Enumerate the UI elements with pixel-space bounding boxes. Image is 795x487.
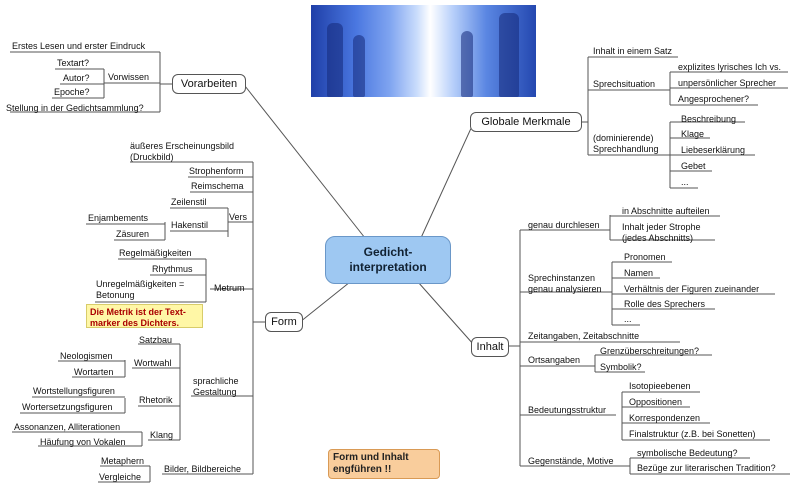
topic-enjambements[interactable]: Enjambements <box>88 213 149 223</box>
central-topic-line2: interpretation <box>349 260 427 274</box>
topic-grenzueberschreitungen[interactable]: Grenzüberschreitungen? <box>600 346 700 356</box>
topic-symbolik[interactable]: Symbolik? <box>600 362 642 372</box>
topic-sprachliche-gestaltung[interactable]: sprachliche Gestaltung <box>193 376 239 398</box>
topic-aeusseres-line2: (Druckbild) <box>130 152 174 162</box>
branch-vorarbeiten-label: Vorarbeiten <box>180 78 238 90</box>
topic-regelmaessigkeiten[interactable]: Regelmäßigkeiten <box>119 248 192 258</box>
note-form-inhalt[interactable]: Form und Inhalt engführen !! <box>328 449 440 479</box>
topic-gebet[interactable]: Gebet <box>681 161 706 171</box>
branch-vorarbeiten[interactable]: Vorarbeiten <box>172 74 246 94</box>
topic-aeusseres-line1: äußeres Erscheinungsbild <box>130 141 235 151</box>
topic-zeilenstil[interactable]: Zeilenstil <box>171 197 207 207</box>
topic-vorwissen[interactable]: Vorwissen <box>108 72 150 82</box>
topic-inhalt-strophe-line2: (jedes Abschnitts) <box>622 233 694 243</box>
topic-vers[interactable]: Vers <box>229 212 248 222</box>
topic-stellung[interactable]: Stellung in der Gedichtsammlung? <box>6 103 144 113</box>
topic-oppositionen[interactable]: Oppositionen <box>629 397 683 407</box>
topic-bezuege-tradition[interactable]: Bezüge zur literarischen Tradition? <box>637 463 776 473</box>
topic-namen[interactable]: Namen <box>624 268 654 278</box>
topic-rhythmus[interactable]: Rhythmus <box>152 264 193 274</box>
topic-sprechinstanzen-line2: genau analysieren <box>528 284 602 294</box>
topic-isotopieebenen[interactable]: Isotopieebenen <box>629 381 691 391</box>
topic-textart[interactable]: Textart? <box>57 58 90 68</box>
topic-wortstellungsfiguren[interactable]: Wortstellungsfiguren <box>33 386 115 396</box>
topic-explizites-ich[interactable]: explizites lyrisches Ich vs. <box>678 62 782 72</box>
topic-gegenstaende-motive[interactable]: Gegenstände, Motive <box>528 456 614 466</box>
topic-klage[interactable]: Klage <box>681 129 705 139</box>
topic-metrum[interactable]: Metrum <box>214 283 245 293</box>
topic-sprachliche-line1: sprachliche <box>193 376 239 386</box>
topic-inhalt-strophe-line1: Inhalt jeder Strophe <box>622 222 701 232</box>
topic-reimschema[interactable]: Reimschema <box>191 181 244 191</box>
topic-bedeutungsstruktur[interactable]: Bedeutungsstruktur <box>528 405 607 415</box>
topic-genau-durchlesen[interactable]: genau durchlesen <box>528 220 600 230</box>
topic-bilder[interactable]: Bilder, Bildbereiche <box>164 464 242 474</box>
branch-inhalt[interactable]: Inhalt <box>471 337 509 357</box>
topic-finalstruktur[interactable]: Finalstruktur (z.B. bei Sonetten) <box>629 429 756 439</box>
topic-unpersoenlicher-sprecher[interactable]: unpersönlicher Sprecher <box>678 78 777 88</box>
branch-form-label: Form <box>271 316 297 328</box>
topic-verhaeltnis-figuren[interactable]: Verhältnis der Figuren zueinander <box>624 284 760 294</box>
topic-abschnitte-aufteilen[interactable]: in Abschnitte aufteilen <box>622 206 710 216</box>
topic-aeusseres-erscheinungsbild[interactable]: äußeres Erscheinungsbild (Druckbild) <box>130 141 234 163</box>
topic-sprechinstanzen[interactable]: Sprechinstanzen genau analysieren <box>528 273 602 295</box>
topic-rolle-sprecher[interactable]: Rolle des Sprechers <box>624 299 706 309</box>
topic-zeitangaben[interactable]: Zeitangaben, Zeitabschnitte <box>528 331 640 341</box>
topic-vergleiche[interactable]: Vergleiche <box>99 472 142 482</box>
topic-epoche[interactable]: Epoche? <box>54 87 90 97</box>
topic-sprachliche-line2: Gestaltung <box>193 387 237 397</box>
photo-figure <box>461 31 473 97</box>
topic-rhetorik[interactable]: Rhetorik <box>139 395 173 405</box>
topic-sprechhandlung-line2: Sprechhandlung <box>593 144 659 154</box>
topic-sprechsituation[interactable]: Sprechsituation <box>593 79 656 89</box>
topic-angesprochener[interactable]: Angesprochener? <box>678 94 750 104</box>
topic-autor[interactable]: Autor? <box>63 73 90 83</box>
topic-wortersetzungsfiguren[interactable]: Wortersetzungsfiguren <box>22 402 113 412</box>
note-metrik[interactable]: Die Metrik ist der Text-marker des Dicht… <box>86 304 203 328</box>
topic-sprechhandlung-line1: (dominierende) <box>593 133 654 143</box>
topic-wortwahl[interactable]: Wortwahl <box>134 358 172 368</box>
topic-beschreibung[interactable]: Beschreibung <box>681 114 737 124</box>
topic-globale-more[interactable]: ... <box>681 177 689 187</box>
photo-figure <box>327 23 343 97</box>
central-topic[interactable]: Gedicht- interpretation <box>325 236 451 284</box>
photo-figure <box>499 13 519 97</box>
topic-sprechinstanzen-line1: Sprechinstanzen <box>528 273 596 283</box>
topic-neologismen[interactable]: Neologismen <box>60 351 113 361</box>
topic-symbolische-bedeutung[interactable]: symbolische Bedeutung? <box>637 448 738 458</box>
topic-satzbau[interactable]: Satzbau <box>139 335 173 345</box>
topic-wortarten[interactable]: Wortarten <box>74 367 114 377</box>
topic-unregel-line2: Betonung <box>96 290 135 300</box>
topic-unregelmaessigkeiten[interactable]: Unregelmäßigkeiten = Betonung <box>96 279 184 301</box>
topic-pronomen[interactable]: Pronomen <box>624 252 666 262</box>
topic-inhalt-jeder-strophe[interactable]: Inhalt jeder Strophe (jedes Abschnitts) <box>622 222 701 244</box>
topic-zaesuren[interactable]: Zäsuren <box>116 229 150 239</box>
header-photo <box>311 5 536 97</box>
branch-inhalt-label: Inhalt <box>476 341 504 353</box>
topic-korrespondenzen[interactable]: Korrespondenzen <box>629 413 701 423</box>
topic-liebeserklaerung[interactable]: Liebeserklärung <box>681 145 746 155</box>
topic-erstes-lesen[interactable]: Erstes Lesen und erster Eindruck <box>12 41 146 51</box>
branch-form[interactable]: Form <box>265 312 303 332</box>
topic-metaphern[interactable]: Metaphern <box>101 456 145 466</box>
branch-globale-merkmale[interactable]: Globale Merkmale <box>470 112 582 132</box>
photo-figure <box>353 35 365 97</box>
topic-strophenform[interactable]: Strophenform <box>189 166 244 176</box>
branch-globale-label: Globale Merkmale <box>481 116 571 128</box>
topic-sprechinstanzen-more[interactable]: ... <box>624 314 632 324</box>
topic-sprechhandlung[interactable]: (dominierende) Sprechhandlung <box>593 133 659 155</box>
central-topic-line1: Gedicht- <box>363 245 413 259</box>
topic-ortsangaben[interactable]: Ortsangaben <box>528 355 581 365</box>
topic-hakenstil[interactable]: Hakenstil <box>171 220 209 230</box>
topic-unregel-line1: Unregelmäßigkeiten = <box>96 279 185 289</box>
topic-klang[interactable]: Klang <box>150 430 174 440</box>
topic-inhalt-in-einem-satz[interactable]: Inhalt in einem Satz <box>593 46 673 56</box>
note-form-inhalt-line1: Form und Inhalt <box>333 452 409 463</box>
note-form-inhalt-line2: engführen !! <box>333 464 392 475</box>
topic-haeufung[interactable]: Häufung von Vokalen <box>40 437 126 447</box>
topic-assonanzen[interactable]: Assonanzen, Alliterationen <box>14 422 121 432</box>
